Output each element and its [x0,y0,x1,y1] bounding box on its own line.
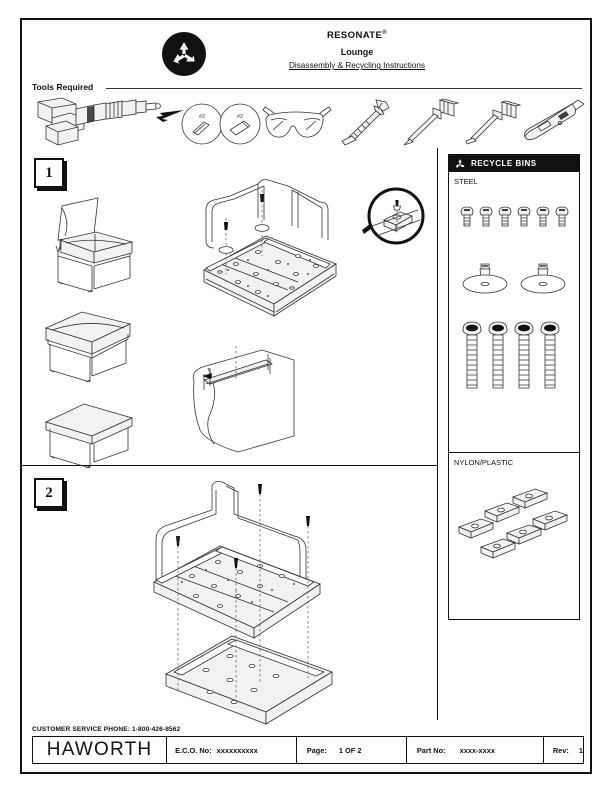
step-2-badge: 2 [34,478,64,508]
svg-text:#2: #2 [237,114,243,120]
part-number-value: xxxx-xxxx [459,745,495,755]
recycle-bins-header: RECYCLE BINS [449,155,579,172]
small-screws-group [460,206,569,227]
brand-title: RESONATE® [326,30,388,42]
model-title: Lounge [340,47,374,58]
safety-glasses [262,106,332,138]
svg-text:#2: #2 [199,114,205,120]
step-1-badge: 1 [34,158,64,188]
instruction-sheet: RESONATE® Lounge Disassembly & Recycling… [20,18,592,774]
long-bolts-group [462,321,560,389]
hammer [341,99,390,146]
revision-label: Rev: [552,745,569,755]
nylon-plastic-label: NYLON/PLASTIC [454,458,514,467]
drill-bit-arrow [156,110,184,122]
title-block: RESONATE® Lounge Disassembly & Recycling… [212,30,502,70]
recycle-icon [455,158,465,168]
page-label: Page: [306,745,327,755]
recycle-icon [162,32,206,76]
page-cell: Page: 1 OF 2 [297,737,407,763]
document-subtitle: Disassembly & Recycling Instructions [288,61,426,71]
document-header: RESONATE® Lounge Disassembly & Recycling… [22,20,590,80]
ottoman-illustration [44,311,132,383]
tools-required-label: Tools Required [32,82,94,92]
haworth-logo: HAWORTH [33,737,168,763]
frame-and-deck-exploded [203,179,337,317]
utility-knife [524,99,585,141]
nylon-connector-blocks-group [457,488,569,559]
tools-divider [106,88,582,89]
part-number-label: Part No: [416,745,446,755]
eco-number-value: xxxxxxxxxx [216,745,258,755]
tools-row: #2 #2 [28,94,588,150]
steel-label: STEEL [454,177,478,186]
recycle-bins-panel: RECYCLE BINS STEEL [438,148,590,720]
frame-separating-from-base [153,481,333,725]
cordless-drill [37,97,161,146]
nylon-plastic-section: NYLON/PLASTIC [449,453,579,620]
table-illustration [44,403,134,469]
screw-and-nylon-block-detail [362,187,425,245]
bins-section-divider [449,452,579,453]
eco-number-cell: E.C.O. No: xxxxxxxxxx [167,737,297,763]
recycle-bins-box: RECYCLE BINS STEEL [448,154,580,620]
upholstered-back-panel [192,346,295,453]
steel-section: STEEL [449,172,579,452]
phillips-screwdriver [403,98,460,146]
lounge-chair-illustration [55,197,134,293]
eco-number-label: E.C.O. No: [175,745,212,755]
recycle-bins-title: RECYCLE BINS [471,159,537,168]
page-value: 1 OF 2 [338,745,362,755]
revision-value: 1 [578,745,583,755]
step-2-panel: 2 [22,466,438,725]
flathead-screwdriver [465,100,522,145]
revision-cell: Rev: 1 [544,737,583,763]
title-block-footer: HAWORTH E.C.O. No: xxxxxxxxxx Page: 1 OF… [32,736,584,764]
part-number-cell: Part No: xxxx-xxxx [407,737,544,763]
step-1-panel: 1 [22,148,438,469]
glide-washers-group [462,263,566,294]
driver-bit-detail-2: #2 [219,103,261,145]
customer-service-phone: CUSTOMER SERVICE PHONE: 1-800-426-8562 [32,726,181,733]
